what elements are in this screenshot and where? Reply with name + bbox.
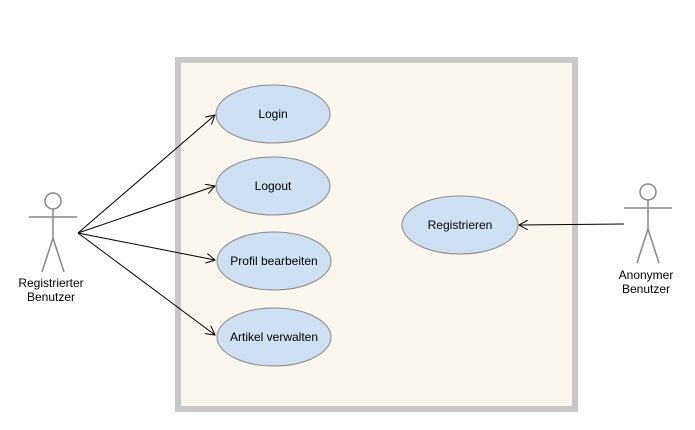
use-case-shape bbox=[215, 84, 331, 144]
use-case-shape bbox=[216, 231, 332, 291]
actor-left-leg bbox=[41, 237, 54, 273]
use-case-label: Artikel verwalten bbox=[230, 330, 318, 344]
edge-registered-manage-articles[interactable] bbox=[77, 232, 215, 335]
use-case-login[interactable]: Login bbox=[215, 84, 331, 144]
use-case-shape bbox=[216, 307, 332, 367]
actor-right-leg bbox=[52, 237, 65, 273]
actor-right-leg bbox=[647, 228, 660, 264]
actor-registered-user[interactable] bbox=[29, 192, 77, 273]
use-case-shape bbox=[215, 156, 331, 216]
use-case-label: Login bbox=[258, 107, 287, 121]
edge-registered-edit-profile[interactable] bbox=[77, 232, 215, 260]
use-case-logout[interactable]: Logout bbox=[215, 156, 331, 216]
actor-anonymous-user[interactable] bbox=[624, 183, 672, 264]
use-case-edit-profile[interactable]: Profil bearbeiten bbox=[216, 231, 332, 291]
edge-anonymous-register[interactable] bbox=[519, 224, 625, 225]
edge-registered-login[interactable] bbox=[77, 115, 215, 234]
actor-left-leg bbox=[636, 228, 649, 264]
use-case-label: Logout bbox=[255, 179, 292, 193]
use-case-label: Profil bearbeiten bbox=[230, 254, 317, 268]
use-case-label: Registrieren bbox=[428, 218, 493, 232]
associations bbox=[77, 115, 625, 335]
use-case-shape bbox=[401, 195, 519, 255]
use-case-manage-articles[interactable]: Artikel verwalten bbox=[216, 307, 332, 367]
edge-registered-logout[interactable] bbox=[77, 186, 215, 234]
use-case-register[interactable]: Registrieren bbox=[401, 195, 519, 255]
actor-head bbox=[639, 183, 657, 201]
actor-registered-label-line1: Registrierter bbox=[18, 276, 83, 290]
actor-registered-label-line2: Benutzer bbox=[27, 290, 75, 304]
actor-head bbox=[44, 192, 62, 210]
actor-anonymous-label-line2: Benutzer bbox=[622, 282, 670, 296]
actor-anonymous-label-line1: Anonymer bbox=[619, 268, 674, 282]
